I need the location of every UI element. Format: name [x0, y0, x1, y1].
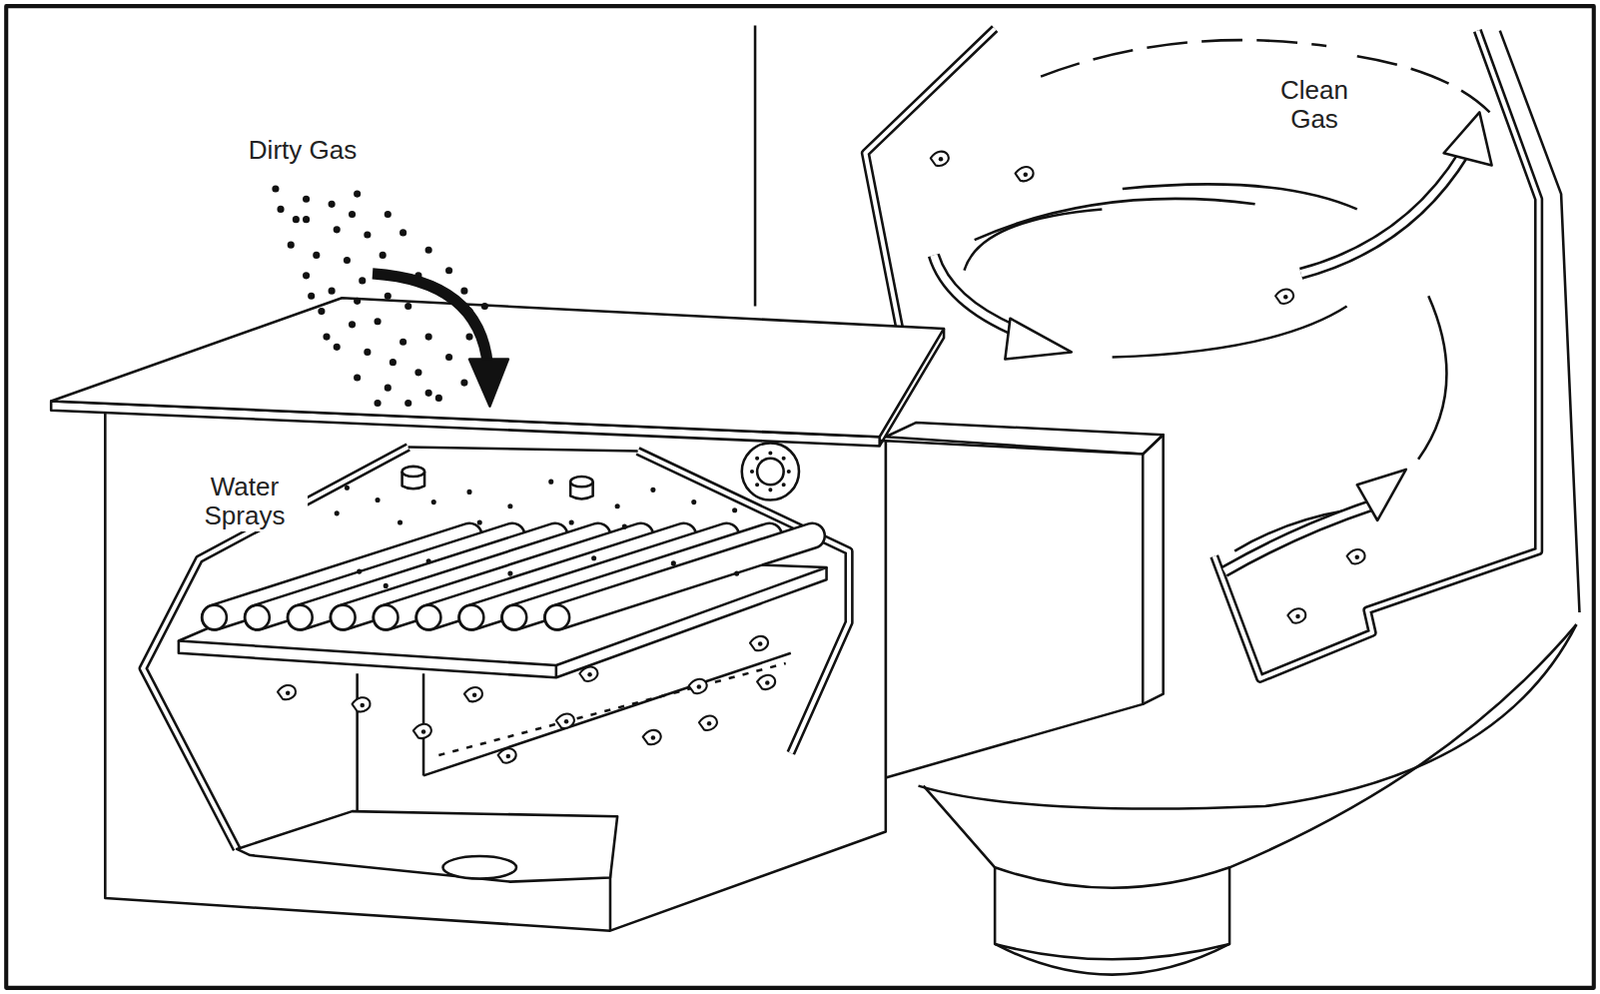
flow-arrow [933, 254, 1072, 359]
swirl-line [963, 208, 1102, 270]
outlet-rim [994, 943, 1230, 959]
scrubber-box [50, 297, 944, 930]
frame [5, 5, 1595, 988]
dirty-gas [275, 188, 509, 407]
droplet [1275, 289, 1294, 304]
flow-arrow [1224, 469, 1407, 572]
droplet [1287, 608, 1306, 623]
swirl-line [974, 183, 1358, 240]
cutaway-edge-inner [1214, 30, 1540, 680]
part-label: Dirty Gas [245, 134, 360, 166]
droplet [1015, 166, 1034, 181]
wall-line [754, 25, 758, 307]
cyclone-outlet [994, 866, 1230, 974]
cyclone-wall-inner [864, 28, 995, 373]
part-label: Water Sprays [181, 471, 308, 531]
droplet [1347, 549, 1366, 564]
duct [885, 422, 1164, 779]
cyclone [864, 28, 1580, 975]
cutaway-edge [1214, 30, 1540, 680]
flow-arrow [1301, 111, 1493, 273]
droplet [930, 151, 949, 166]
cyclone-wall [864, 28, 995, 373]
cyclone-outer-wall [1500, 30, 1581, 613]
part-label: Clean Gas [1261, 74, 1368, 134]
